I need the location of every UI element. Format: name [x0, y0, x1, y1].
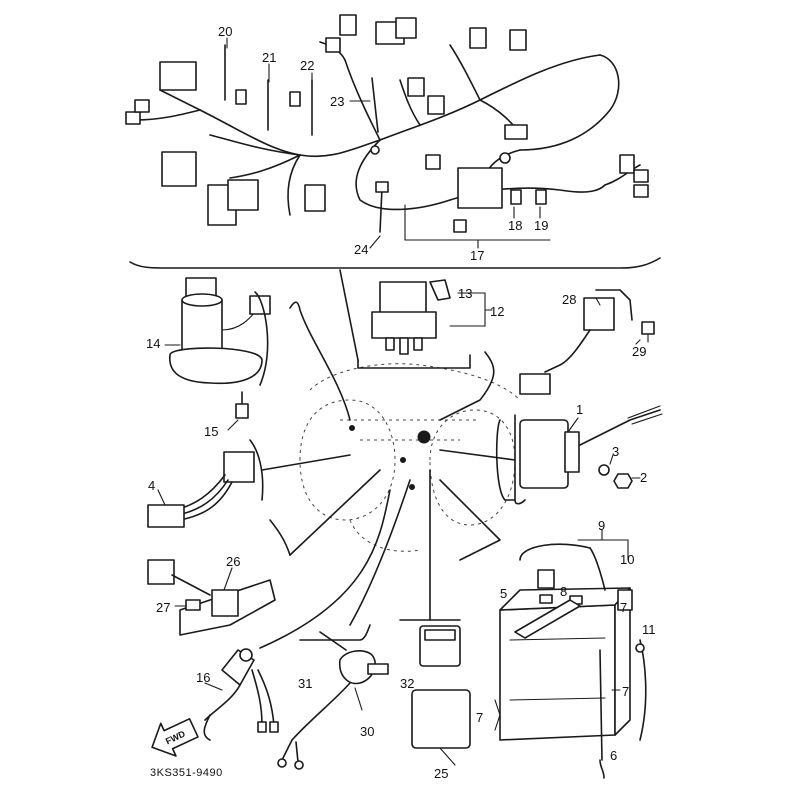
part-num-27: 27 — [156, 600, 170, 615]
harness-connector — [425, 154, 441, 170]
part-num-21: 21 — [262, 50, 276, 65]
band-18 — [510, 189, 522, 205]
part-num-32: 32 — [400, 676, 414, 691]
harness-connector — [619, 154, 635, 174]
drawing-code: 3KS351-9490 — [150, 767, 223, 779]
sensor-30 — [277, 631, 389, 770]
harness-connector — [227, 179, 259, 211]
harness-connector — [504, 124, 528, 140]
part-num-16: 16 — [196, 670, 210, 685]
switch-16 — [203, 648, 279, 741]
relay-32 — [419, 625, 461, 667]
relay-28 — [519, 289, 655, 395]
part-num-7b: 7 — [476, 710, 483, 725]
connector-harness-4 — [147, 451, 255, 528]
relay-12 — [371, 279, 493, 355]
relay-clip-13 — [429, 279, 451, 301]
part-num-1: 1 — [576, 402, 583, 417]
part-num-31: 31 — [298, 676, 312, 691]
battery-lead — [537, 569, 555, 589]
section-bracket — [129, 257, 661, 269]
part-num-14: 14 — [146, 336, 160, 351]
harness-terminal — [453, 219, 467, 233]
harness-terminal — [289, 91, 301, 107]
harness-connector — [161, 151, 197, 187]
part-num-29: 29 — [632, 344, 646, 359]
washer-3 — [598, 464, 610, 476]
harness-leaders — [226, 37, 551, 249]
part-num-7a: 7 — [622, 684, 629, 699]
part-num-15: 15 — [204, 424, 218, 439]
ring-terminal — [370, 145, 380, 155]
part-num-19: 19 — [534, 218, 548, 233]
part-num-25: 25 — [434, 766, 448, 781]
bolt-29 — [641, 321, 655, 335]
fwd-arrow: FWD — [151, 717, 199, 757]
part-num-9: 9 — [598, 518, 605, 533]
battery-lead-10 — [617, 589, 633, 611]
part-num-24: 24 — [354, 242, 368, 257]
bolt-15 — [227, 391, 249, 431]
part-num-12: 12 — [490, 304, 504, 319]
main-switch-14 — [164, 277, 271, 386]
part-num-18: 18 — [508, 218, 522, 233]
harness-terminal — [125, 111, 141, 125]
harness-connector — [407, 77, 425, 97]
nut-2 — [613, 473, 633, 489]
harness-connector — [339, 14, 357, 36]
ring-terminal — [499, 152, 511, 164]
part-num-8: 8 — [560, 584, 567, 599]
band-19 — [535, 189, 547, 205]
part-num-26: 26 — [226, 554, 240, 569]
part-num-28: 28 — [562, 292, 576, 307]
part-num-7c: 7 — [620, 600, 627, 615]
wire-band-24 — [379, 187, 383, 233]
harness-connector — [633, 184, 649, 198]
unit-25 — [411, 689, 471, 766]
part-num-17: 17 — [470, 248, 484, 263]
part-num-20: 20 — [218, 24, 232, 39]
harness-relay-block — [457, 167, 503, 209]
harness-terminal — [235, 89, 247, 105]
section-curves — [249, 269, 526, 649]
part-num-2: 2 — [640, 470, 647, 485]
harness-terminal — [134, 99, 150, 113]
part-num-4: 4 — [148, 478, 155, 493]
bracket-26 — [147, 559, 276, 636]
harness-connector — [633, 169, 649, 183]
harness-connector — [395, 17, 417, 39]
part-num-10: 10 — [620, 552, 634, 567]
screw-27 — [185, 599, 201, 611]
wire-tie-23 — [371, 77, 379, 133]
part-num-30: 30 — [360, 724, 374, 739]
part-num-6: 6 — [610, 748, 617, 763]
part-num-23: 23 — [330, 94, 344, 109]
part-number-labels: 1 2 3 4 5 6 7 7 7 8 9 10 11 12 13 14 15 … — [146, 24, 656, 781]
wire-harness — [125, 14, 649, 233]
harness-connector — [509, 29, 527, 51]
part-num-11: 11 — [642, 622, 656, 637]
battery-5 — [494, 529, 647, 779]
part-num-13: 13 — [458, 286, 472, 301]
part-num-5: 5 — [500, 586, 507, 601]
center-junction — [417, 430, 431, 444]
battery-band-8 — [514, 599, 581, 639]
harness-connector — [427, 95, 445, 115]
harness-connector — [304, 184, 326, 212]
harness-connector — [469, 27, 487, 49]
harness-connector — [159, 61, 197, 91]
rectifier-1 — [495, 405, 663, 501]
part-num-22: 22 — [300, 58, 314, 73]
harness-connector — [325, 37, 341, 53]
part-num-3: 3 — [612, 444, 619, 459]
